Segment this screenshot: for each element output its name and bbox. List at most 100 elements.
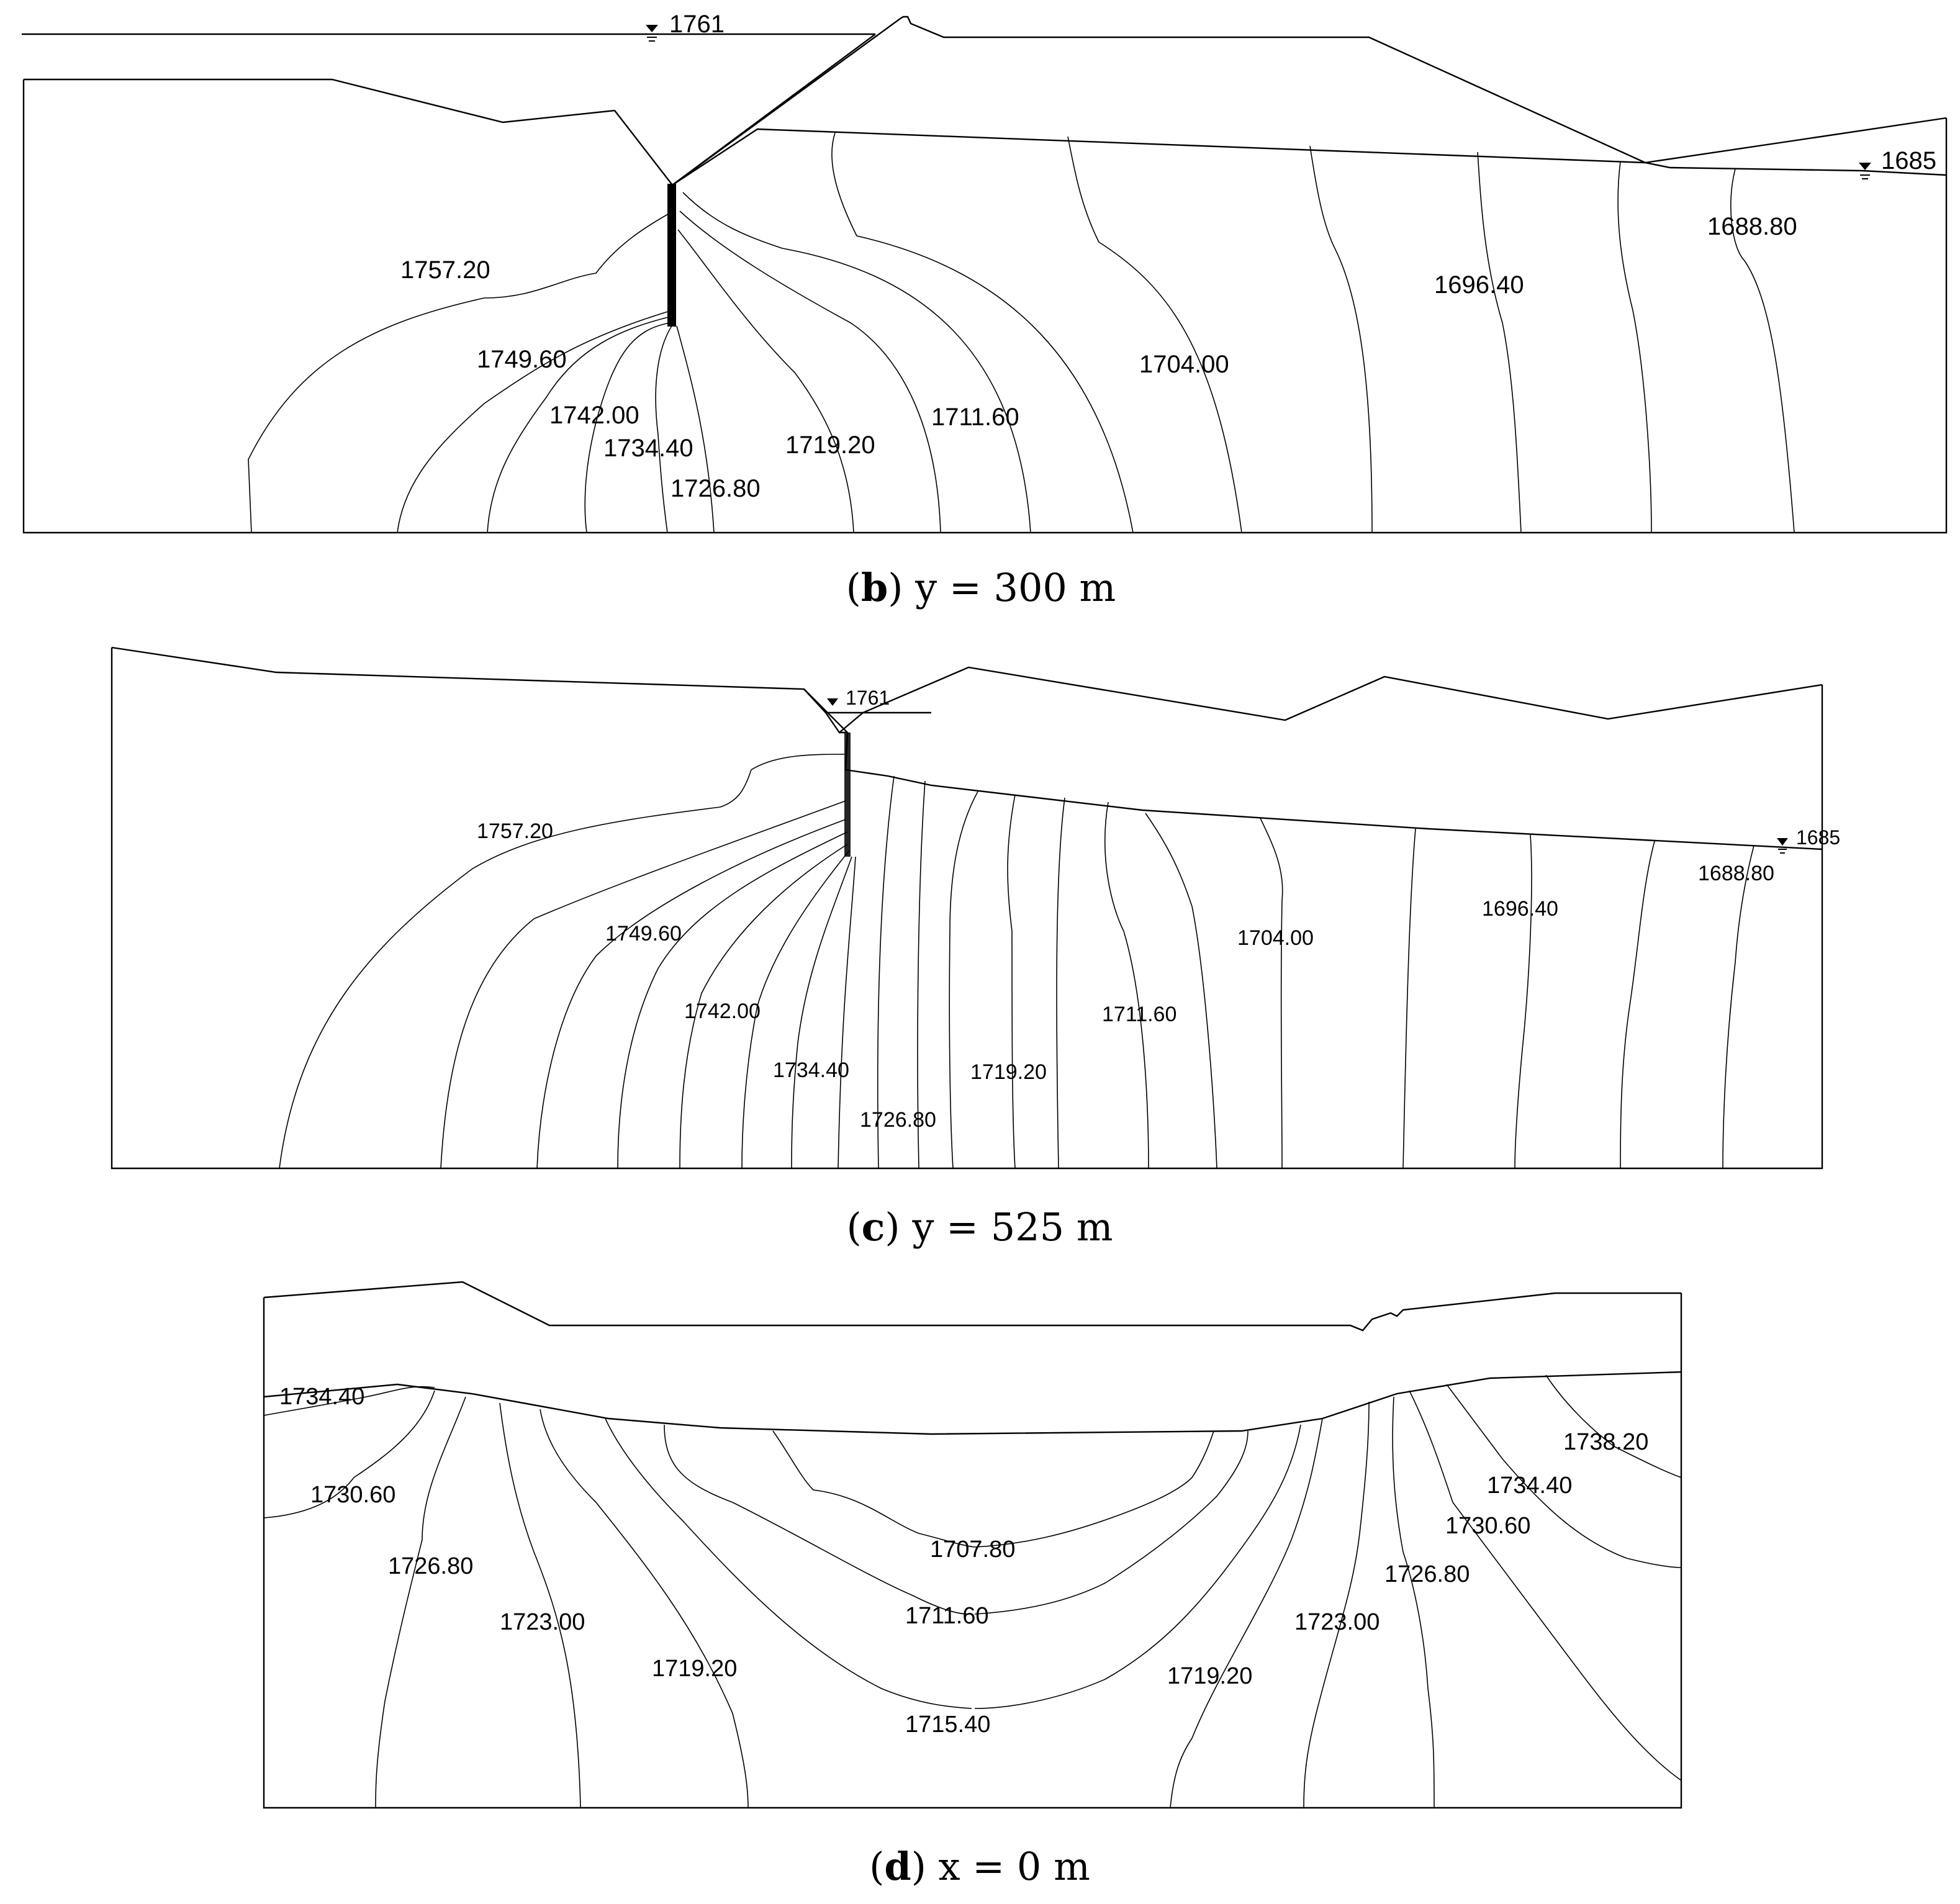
panel-b-contour-1696 xyxy=(1309,145,1373,533)
panel-d-contour-label: 1711.60 xyxy=(905,1603,989,1629)
panel-b-contour-1704a xyxy=(682,192,1031,533)
panel-b-contour-1742 xyxy=(487,316,671,533)
panel-b-caption: (b) y = 300 m xyxy=(846,565,1116,610)
panel-d-contour-label: 1719.20 xyxy=(1167,1663,1252,1689)
panel-c-contour-label: 1749.60 xyxy=(605,922,682,945)
panel-b-contour-1719 xyxy=(677,229,854,533)
panel-d-contour-label: 1707.80 xyxy=(930,1536,1015,1563)
panel-b-water-marker-upstream: 1761 xyxy=(646,11,725,42)
panel-d-contour-1723-right xyxy=(1303,1401,1370,1808)
panel-b: 1761 1685 1757.20 1749.60 1742.00 1734.4… xyxy=(22,11,1948,610)
panel-c-cutoff-wall xyxy=(844,733,851,857)
panel-b-contour-1691 xyxy=(1617,161,1652,533)
panel-b-water-label-upstream: 1761 xyxy=(669,11,725,38)
panel-d-contour-label: 1734.40 xyxy=(279,1384,364,1410)
panel-b-contour-label: 1734.40 xyxy=(603,435,693,462)
panel-d-contour-1730-left xyxy=(263,1390,435,1518)
panel-b-contour-1757 xyxy=(248,210,674,533)
panel-d-contour-1707-right xyxy=(974,1430,1214,1548)
panel-d-contour-1711-left xyxy=(664,1424,969,1615)
panel-c-water-label-downstream: 1685 xyxy=(1796,826,1840,849)
panel-b-contour-1700 xyxy=(1067,136,1242,533)
panel-b-water-marker-downstream: 1685 xyxy=(1859,147,1936,179)
panel-d-boundary xyxy=(263,1293,1682,1809)
panel-d-contour-1707-left xyxy=(772,1430,975,1548)
panel-b-contour-1726a xyxy=(655,325,672,533)
panel-d-caption: (d) x = 0 m xyxy=(869,1844,1090,1889)
panel-c-contour-1742 xyxy=(679,844,848,1169)
panel-d-contour-label: 1726.80 xyxy=(388,1553,473,1579)
panel-c-contour-1696 xyxy=(1514,834,1532,1169)
panel-c-contour-1700 xyxy=(1402,828,1416,1169)
panel-b-contour-label: 1719.20 xyxy=(785,431,875,459)
panel-d-contour-1711-right xyxy=(974,1430,1249,1615)
panel-c-interface-line xyxy=(844,732,1823,850)
panel-c-contour-1704b xyxy=(1260,818,1283,1169)
panel-d-contour-label: 1730.60 xyxy=(310,1482,395,1508)
panel-c-contour-label: 1688.80 xyxy=(1698,862,1774,885)
panel-c-contour-1704a xyxy=(1145,813,1217,1169)
panel-c-contour-1723 xyxy=(917,780,926,1169)
panel-b-interface-line xyxy=(672,128,1947,186)
panel-c-contour-1749 xyxy=(536,819,846,1169)
panel-c-boundary xyxy=(111,647,1823,1170)
panel-b-cutoff-wall xyxy=(667,184,676,327)
panel-c-contour-label: 1726.80 xyxy=(860,1108,936,1132)
panel-c-contour-1757 xyxy=(279,754,845,1169)
panel-b-ground-left xyxy=(24,78,673,186)
panel-d-contour-1719-left xyxy=(540,1409,749,1808)
panel-d: 1734.40 1730.60 1726.80 1723.00 1719.20 … xyxy=(263,1281,1682,1889)
panel-b-contour-1726b xyxy=(676,325,715,533)
panel-d-contour-1715-left xyxy=(605,1418,972,1709)
panel-c-contour-1745 xyxy=(617,831,848,1169)
panel-d-contour-label: 1719.20 xyxy=(652,1656,737,1682)
panel-c-contour-label: 1734.40 xyxy=(773,1058,849,1082)
panel-c-contour-1738 xyxy=(741,850,850,1169)
panel-c-contour-label: 1742.00 xyxy=(684,999,761,1023)
panel-d-contour-1726-left xyxy=(375,1396,466,1808)
panel-b-contour-label: 1742.00 xyxy=(549,402,639,429)
panel-c-contour-1730 xyxy=(838,856,856,1169)
panel-b-contour-1734 xyxy=(584,322,671,533)
panel-c-water-label-upstream: 1761 xyxy=(846,687,890,709)
panel-d-contour-label: 1723.00 xyxy=(500,1609,585,1635)
panel-c-contour-1715 xyxy=(1007,794,1016,1169)
panel-b-dam-outline xyxy=(672,16,1646,186)
panel-d-ground-surface xyxy=(263,1281,1681,1332)
panel-c-water-marker-upstream: 1761 xyxy=(827,687,890,709)
panel-b-contour-label: 1711.60 xyxy=(931,404,1019,431)
panel-d-contour-label: 1715.40 xyxy=(905,1712,990,1738)
panel-c-left-slope xyxy=(803,688,849,734)
panel-c-contour-1753 xyxy=(440,800,846,1169)
panel-b-ground-right xyxy=(1645,117,1947,164)
panel-d-contour-label: 1734.40 xyxy=(1487,1473,1572,1499)
panel-c-contour-label: 1696.40 xyxy=(1482,897,1558,921)
panel-c-contour-1688 xyxy=(1722,845,1755,1169)
panel-b-contour-1704b xyxy=(831,132,1134,533)
panel-b-contour-label: 1757.20 xyxy=(400,256,490,284)
panel-c-contour-1692 xyxy=(1620,841,1655,1169)
panel-b-boundary xyxy=(22,79,1948,534)
panel-d-contour-1730-right xyxy=(1409,1390,1682,1781)
panel-c-contour-1726 xyxy=(877,775,895,1169)
panel-d-contour-label: 1730.60 xyxy=(1445,1513,1530,1539)
panel-d-contour-1726-right xyxy=(1392,1396,1435,1808)
panel-b-contour-1711 xyxy=(679,210,941,533)
panel-c-contour-1734 xyxy=(791,856,852,1169)
panel-b-contour-label: 1688.80 xyxy=(1707,213,1797,240)
panel-c-water-marker-downstream: 1685 xyxy=(1777,826,1840,854)
panel-d-interface-line xyxy=(263,1371,1682,1435)
panel-d-contour-1734-left xyxy=(263,1386,435,1416)
panel-c-contour-1707 xyxy=(1104,801,1149,1169)
panel-c-contour-label: 1704.00 xyxy=(1237,926,1314,950)
panel-b-contour-label: 1696.40 xyxy=(1434,271,1524,299)
panel-d-contour-1734-right xyxy=(1446,1384,1682,1568)
panel-b-contour-1749 xyxy=(397,310,672,533)
panel-c-contour-1711 xyxy=(1056,797,1065,1169)
panel-d-contour-1715-right xyxy=(974,1424,1301,1709)
panel-c: 1761 1685 1757.20 1749.60 1742.00 1734.4… xyxy=(111,646,1840,1250)
panel-d-contour-1738-right xyxy=(1545,1374,1682,1478)
panel-b-contour-label: 1704.00 xyxy=(1139,351,1229,378)
panel-d-contour-1723-left xyxy=(499,1402,581,1808)
panel-c-contour-1719 xyxy=(949,791,978,1169)
